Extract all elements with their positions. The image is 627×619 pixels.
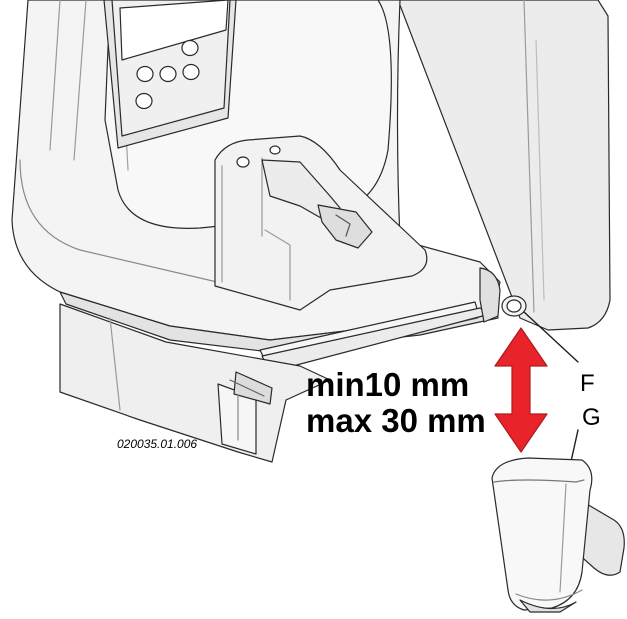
dimension-label-min: min10 mm (306, 366, 470, 403)
container-g (491, 457, 593, 611)
part-label-g: G (582, 404, 601, 431)
control-button-5 (135, 92, 153, 110)
vertical-double-arrow-icon (494, 327, 548, 453)
control-button-3 (181, 39, 199, 57)
display-screen (119, 0, 229, 61)
dimension-label-max: max 30 mm (306, 402, 486, 439)
control-button-1 (136, 65, 154, 83)
leader-line-f (523, 311, 579, 363)
container-g-handle (575, 499, 625, 576)
appliance-side-panel (397, 0, 611, 331)
control-button-2 (159, 65, 177, 83)
control-button-4 (182, 63, 200, 81)
front-flap (59, 303, 331, 463)
reference-code: 020035.01.006 (117, 437, 198, 451)
part-label-f: F (580, 370, 595, 397)
